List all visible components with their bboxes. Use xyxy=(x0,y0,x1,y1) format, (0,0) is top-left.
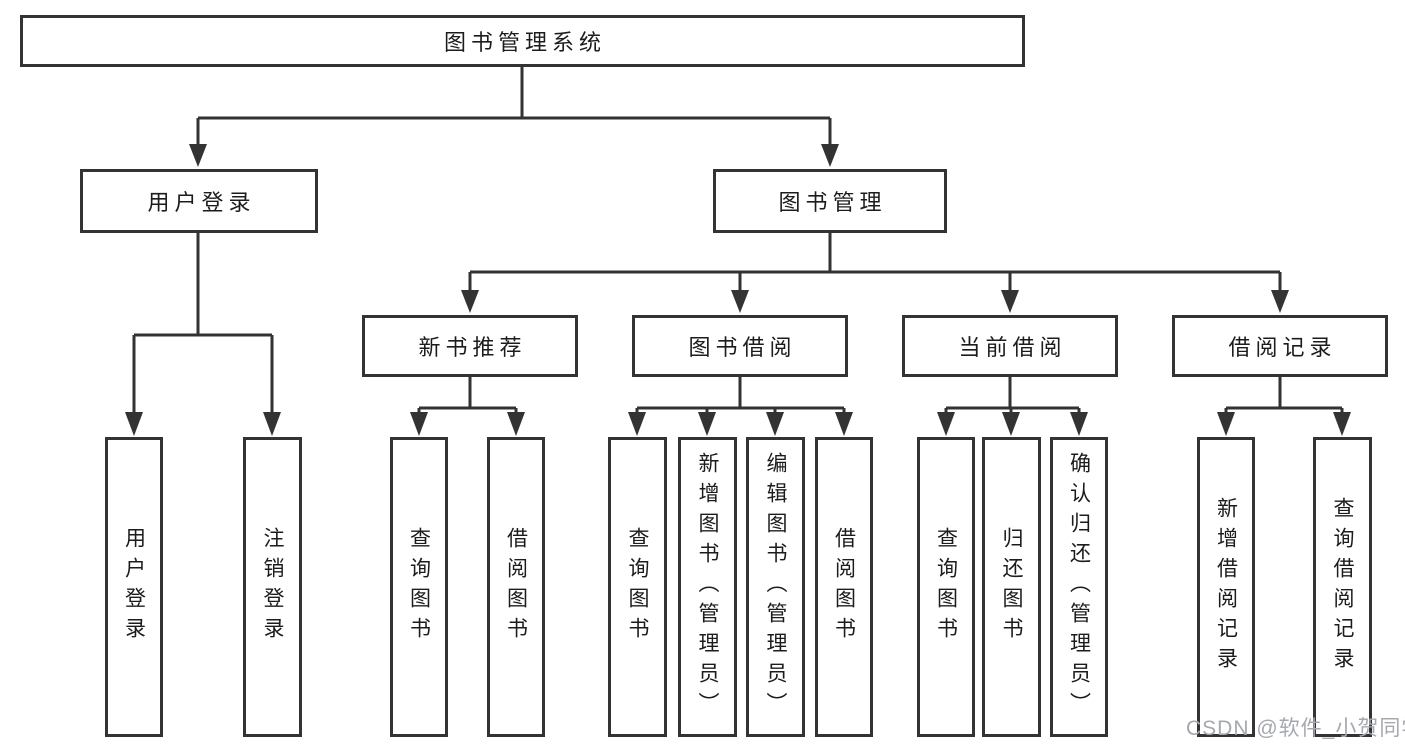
node-user-login-label: 用户登录 xyxy=(147,190,256,215)
node-borrow-edit-books-admin: 编辑图书（管理员） xyxy=(746,437,805,737)
edge-current-borrow xyxy=(937,377,1088,436)
node-records-query-record: 查询借阅记录 xyxy=(1313,437,1372,737)
edge-user-login xyxy=(125,233,281,436)
node-current-query-books: 查询图书 xyxy=(917,437,975,737)
edge-book-management xyxy=(461,233,1289,313)
node-current-confirm-return-admin-label: 确认归还（管理员） xyxy=(1067,452,1091,722)
node-borrow-query-books-label: 查询图书 xyxy=(626,527,649,647)
node-recommend-borrow-books: 借阅图书 xyxy=(487,437,545,737)
node-new-book-recommend-label: 新书推荐 xyxy=(418,335,527,360)
node-root-label: 图书管理系统 xyxy=(443,30,606,55)
node-records-add-record-label: 新增借阅记录 xyxy=(1214,497,1238,677)
node-user-login-action: 用户登录 xyxy=(105,437,163,737)
edge-new-book-recommend xyxy=(410,377,525,436)
node-recommend-query-books-label: 查询图书 xyxy=(407,527,431,647)
node-current-borrow: 当前借阅 xyxy=(902,315,1118,377)
node-logout-action: 注销登录 xyxy=(243,437,302,737)
node-records-add-record: 新增借阅记录 xyxy=(1197,437,1255,737)
node-borrow-edit-books-admin-label: 编辑图书（管理员） xyxy=(764,452,787,722)
edge-root xyxy=(189,67,839,167)
node-book-borrow-label: 图书借阅 xyxy=(688,335,797,360)
node-current-return-books-label: 归还图书 xyxy=(1000,527,1023,647)
node-borrow-borrow-books-label: 借阅图书 xyxy=(832,527,856,647)
node-records-query-record-label: 查询借阅记录 xyxy=(1331,497,1354,677)
node-logout-action-label: 注销登录 xyxy=(261,527,284,647)
node-borrow-records-label: 借阅记录 xyxy=(1228,335,1337,360)
node-borrow-records: 借阅记录 xyxy=(1172,315,1388,377)
node-recommend-query-books: 查询图书 xyxy=(390,437,448,737)
node-borrow-borrow-books: 借阅图书 xyxy=(815,437,873,737)
node-current-query-books-label: 查询图书 xyxy=(934,527,958,647)
node-recommend-borrow-books-label: 借阅图书 xyxy=(504,527,528,647)
node-current-confirm-return-admin: 确认归还（管理员） xyxy=(1050,437,1108,737)
node-root: 图书管理系统 xyxy=(20,15,1025,67)
node-user-login-action-label: 用户登录 xyxy=(122,527,146,647)
node-borrow-query-books: 查询图书 xyxy=(608,437,667,737)
node-user-login: 用户登录 xyxy=(80,169,318,233)
watermark: CSDN @软件_小贺同学 xyxy=(1186,717,1405,740)
edge-borrow-records xyxy=(1217,377,1351,436)
node-borrow-add-books-admin: 新增图书（管理员） xyxy=(678,437,737,737)
edge-book-borrow xyxy=(628,377,853,436)
node-book-management: 图书管理 xyxy=(713,169,947,233)
node-borrow-add-books-admin-label: 新增图书（管理员） xyxy=(696,452,719,722)
node-book-management-label: 图书管理 xyxy=(778,190,887,215)
node-current-borrow-label: 当前借阅 xyxy=(958,335,1067,360)
node-book-borrow: 图书借阅 xyxy=(632,315,848,377)
node-current-return-books: 归还图书 xyxy=(982,437,1041,737)
node-new-book-recommend: 新书推荐 xyxy=(362,315,578,377)
